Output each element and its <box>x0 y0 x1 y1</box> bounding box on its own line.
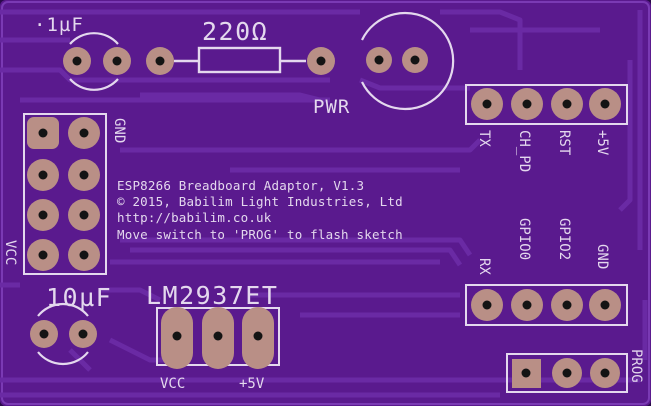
info-block: ESP8266 Breadboard Adaptor, V1.3 © 2015,… <box>117 178 403 242</box>
regulator-5v-label: +5V <box>239 376 265 392</box>
capacitor-c1: ·1µF <box>34 14 131 91</box>
pin-label-ch-pd: CH_PD <box>516 130 532 172</box>
info-line-3: http://babilim.co.uk <box>117 210 272 225</box>
info-line-1: ESP8266 Breadboard Adaptor, V1.3 <box>117 178 364 193</box>
header-left: GND VCC <box>2 113 127 275</box>
info-line-2: © 2015, Babilim Light Industries, Ltd <box>117 194 403 209</box>
pin-label-gnd: GND <box>594 244 610 269</box>
c1-label: ·1µF <box>34 14 84 36</box>
header-left-outline <box>23 113 107 275</box>
regulator-lm2937et: LM2937ET VCC +5V <box>146 281 280 392</box>
led-label: PWR <box>313 96 350 118</box>
capacitor-c2: 10µF <box>30 283 111 366</box>
r1-label: 220Ω <box>202 17 268 46</box>
resistor-r1: 220Ω <box>146 17 335 75</box>
prog-outline <box>506 353 628 393</box>
prog-label: PROG <box>628 349 644 383</box>
info-line-4: Move switch to 'PROG' to flash sketch <box>117 227 403 242</box>
pin-label-gpio2: GPIO2 <box>556 218 572 260</box>
copper-traces <box>0 9 648 398</box>
led-pwr: PWR <box>313 11 455 118</box>
led-outline <box>361 11 455 111</box>
pin-label-gpio0: GPIO0 <box>516 218 532 260</box>
pin-label-rst: RST <box>556 130 572 156</box>
pin-label-tx: TX <box>476 130 492 147</box>
header-top-outline <box>465 84 628 125</box>
header-top-right: TX CH_PD RST +5V <box>465 84 628 172</box>
pin-label-5v: +5V <box>594 130 610 156</box>
regulator-label: LM2937ET <box>146 281 278 310</box>
prog-switch: PROG <box>506 349 644 393</box>
header-left-gnd-label: GND <box>111 118 127 143</box>
c1-outline <box>69 32 119 45</box>
pin-label-rx: RX <box>476 258 492 275</box>
header-left-vcc-label: VCC <box>2 240 18 265</box>
header-bottom-right: RX GPIO0 GPIO2 GND <box>465 218 628 326</box>
header-bottom-outline <box>465 284 628 326</box>
regulator-vcc-label: VCC <box>160 376 185 392</box>
